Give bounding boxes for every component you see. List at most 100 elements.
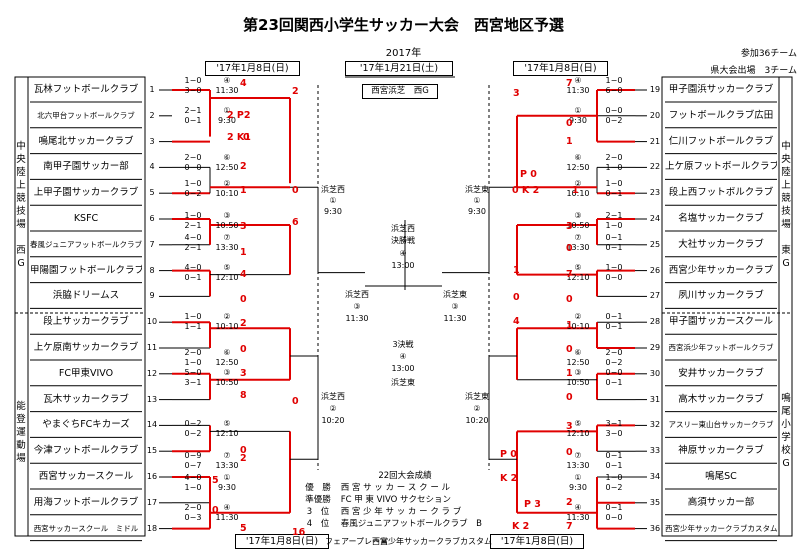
match-number: ④ bbox=[223, 76, 231, 85]
match-score: 0−2 bbox=[605, 358, 623, 367]
side-label-char: 運 bbox=[16, 427, 26, 438]
match-goal-count: 0 bbox=[292, 395, 299, 407]
team-number: 35 bbox=[649, 497, 661, 507]
side-label-char: 鳴 bbox=[781, 393, 791, 404]
match-goal-count: 0 bbox=[243, 131, 250, 143]
team-name: 用海フットボールクラブ bbox=[33, 496, 139, 508]
match-goal-count: 2 K1 bbox=[227, 131, 251, 143]
match-number: ④ bbox=[223, 502, 231, 512]
match-number: ⑤ bbox=[223, 262, 231, 272]
team-number: 11 bbox=[146, 343, 158, 352]
match-goal-count: 0 bbox=[566, 242, 573, 254]
match-goal-count: P 3 bbox=[524, 498, 541, 510]
match-number: ④ bbox=[574, 76, 582, 85]
result-rank: 優 勝 bbox=[305, 483, 331, 493]
side-label-char: 登 bbox=[16, 414, 26, 425]
match-time: 13:30 bbox=[566, 242, 590, 252]
team-number: 24 bbox=[649, 214, 661, 223]
result-team: 西 宮 サ ッ カ ー ス ク ー ル bbox=[340, 483, 451, 493]
team-name: 瓦木サッカークラブ bbox=[43, 393, 129, 405]
team-number: 25 bbox=[649, 239, 661, 249]
match-score: 0−2 bbox=[605, 115, 623, 125]
match-score: 2−1 bbox=[184, 242, 202, 252]
team-name: 上ケ原南サッカークラブ bbox=[33, 342, 139, 353]
center-no-right-bot: ② bbox=[473, 404, 481, 413]
final-time: 13:00 bbox=[391, 261, 415, 270]
match-goal-count: 2 bbox=[240, 453, 247, 465]
side-label-char: 技 bbox=[16, 206, 26, 217]
match-time: 12:50 bbox=[215, 358, 239, 367]
match-number: ⑤ bbox=[223, 419, 231, 429]
team-number: 21 bbox=[649, 136, 661, 146]
match-time: 13:30 bbox=[215, 242, 239, 252]
match-time: 10:10 bbox=[215, 189, 239, 199]
match-score: 0−0 bbox=[605, 105, 623, 115]
match-score: 2−0 bbox=[184, 153, 202, 163]
team-number: 8 bbox=[149, 265, 155, 275]
match-score: 4−0 bbox=[184, 473, 202, 482]
match-time: 12:10 bbox=[215, 272, 239, 282]
match-number: ① bbox=[574, 473, 582, 482]
match-score: 1−1 bbox=[184, 322, 202, 332]
match-score: 0−1 bbox=[605, 377, 623, 387]
match-goal-count: 0 bbox=[513, 292, 520, 304]
match-score: 1−0 bbox=[184, 483, 202, 492]
team-name: 春風ジュニアフットボールクラブ bbox=[30, 239, 142, 249]
center-time-left-bot: 10:20 bbox=[321, 416, 345, 425]
match-goal-count: 2 bbox=[292, 86, 299, 97]
team-number: 28 bbox=[649, 317, 661, 327]
match-goal-count: 4 bbox=[240, 78, 247, 89]
side-label-char: G bbox=[782, 258, 790, 269]
match-score: 2−1 bbox=[184, 105, 202, 115]
match-number: ⑤ bbox=[574, 419, 582, 429]
team-name: 西宮少年サッカークラブカスタム bbox=[665, 523, 777, 533]
team-name: 名塩サッカークラブ bbox=[678, 213, 764, 224]
result-team: FC 甲 東 VIVO サクセション bbox=[340, 495, 452, 505]
match-goal-count: 0 bbox=[566, 294, 573, 306]
match-goal-count: P 0 bbox=[520, 169, 537, 181]
team-number: 2 bbox=[149, 110, 155, 120]
team-number: 4 bbox=[149, 162, 155, 172]
match-score: 0−2 bbox=[184, 189, 202, 199]
side-label-char: 東 bbox=[781, 245, 791, 256]
match-goal-count: 7 bbox=[566, 78, 573, 89]
match-goal-count: 4 bbox=[513, 316, 520, 328]
center-venue-right-bot: 浜芝東 bbox=[465, 392, 489, 401]
center-no-right-mid: ③ bbox=[451, 302, 459, 311]
side-label-char: 小 bbox=[781, 419, 791, 430]
match-time: 12:50 bbox=[215, 163, 239, 173]
team-name: 甲陽園フットボールクラブ bbox=[30, 264, 142, 276]
match-score: 0−0 bbox=[184, 163, 202, 173]
fairplay-label: フェアープレー賞 bbox=[325, 537, 389, 546]
side-label-char: 動 bbox=[16, 440, 26, 451]
right-outer-frame bbox=[661, 76, 793, 537]
match-goal-count: 1 bbox=[566, 367, 573, 379]
team-name: 夙川サッカークラブ bbox=[678, 290, 764, 302]
match-goal-count: 0 bbox=[240, 344, 247, 355]
team-number: 34 bbox=[649, 472, 661, 481]
match-number: ⑤ bbox=[574, 262, 582, 272]
match-number: ② bbox=[574, 179, 582, 189]
team-number: 16 bbox=[146, 472, 158, 481]
team-name: 北六甲台フットボールクラブ bbox=[37, 110, 135, 120]
match-goal-count: 1 bbox=[240, 246, 247, 258]
team-number: 20 bbox=[649, 110, 661, 120]
page-title: 第23回関西小学生サッカー大会 西宮地区予選 bbox=[243, 16, 564, 34]
match-goal-count: 1 bbox=[513, 264, 520, 276]
team-number: 12 bbox=[146, 368, 158, 378]
center-time-left-mid: 11:30 bbox=[345, 314, 369, 323]
year-label: 2017年 bbox=[385, 48, 422, 59]
match-time: 9:30 bbox=[218, 483, 236, 492]
left-outer-frame bbox=[14, 76, 146, 537]
team-name: フットボールクラブ広田 bbox=[668, 109, 774, 121]
center-venue-left-mid: 浜芝西 bbox=[345, 290, 369, 299]
participants-note: 参加36チーム bbox=[740, 49, 797, 59]
match-time: 12:10 bbox=[566, 272, 590, 282]
match-score: 0−1 bbox=[605, 461, 623, 471]
match-score: 0−1 bbox=[184, 272, 202, 282]
team-name: アスリー東山台サッカークラブ bbox=[668, 420, 774, 430]
match-score: 3−1 bbox=[605, 419, 623, 429]
team-name: 安井サッカークラブ bbox=[678, 367, 764, 379]
match-number: ⑥ bbox=[574, 153, 582, 163]
third-time: 13:00 bbox=[391, 364, 415, 373]
